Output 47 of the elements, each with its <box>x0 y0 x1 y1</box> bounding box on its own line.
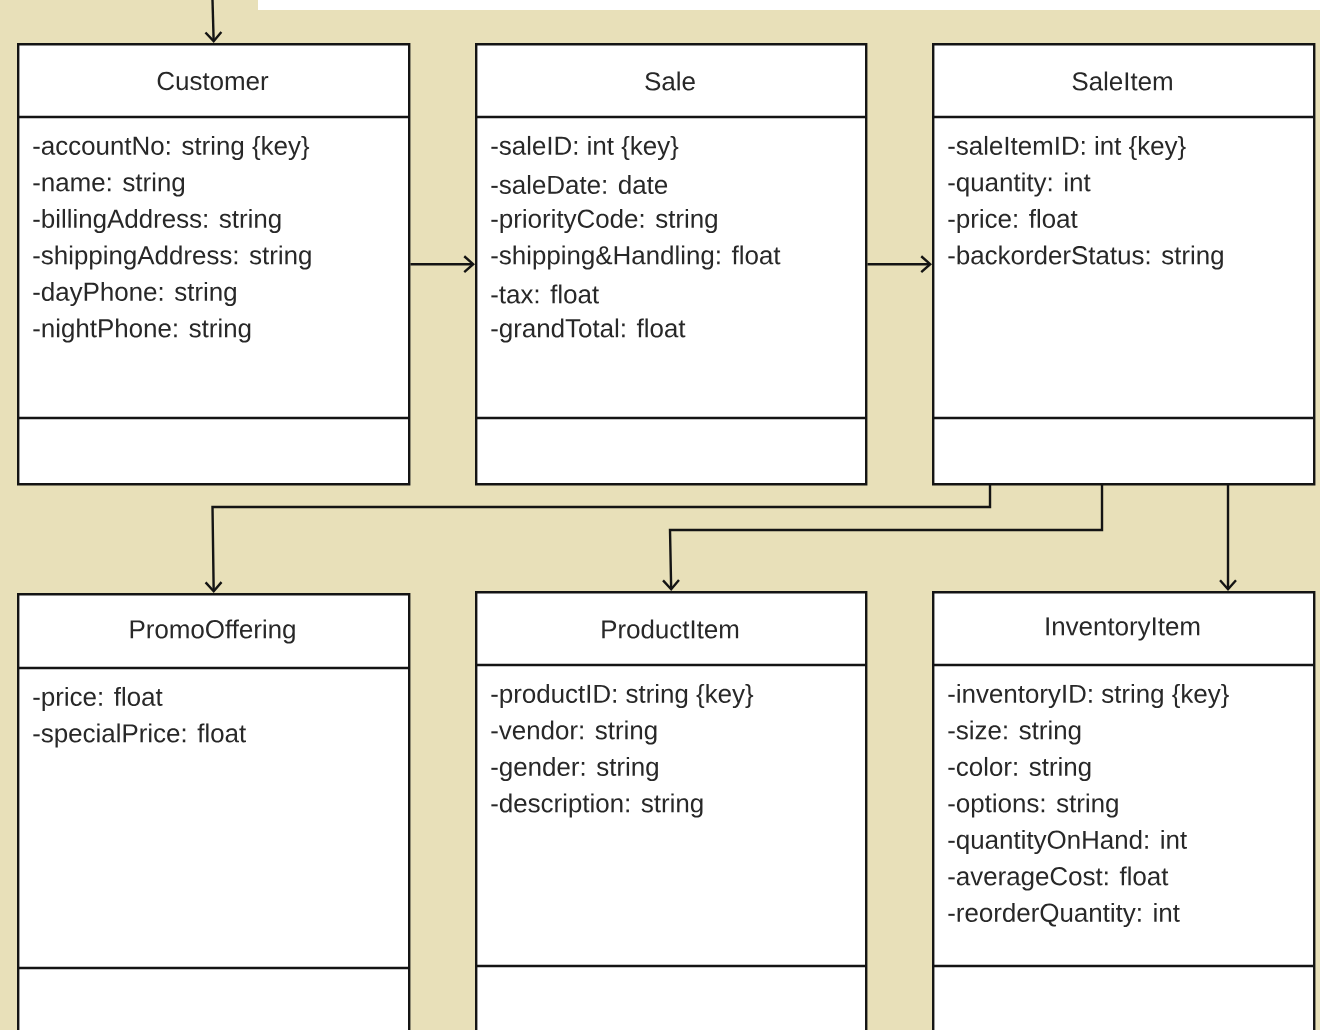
class-box <box>932 591 1316 1030</box>
class-box <box>17 593 411 1030</box>
attribute-text: -nightPhone: string <box>33 318 251 343</box>
attribute-text: -price: float <box>948 208 1078 234</box>
arrow <box>867 255 932 274</box>
attribute-text: -productID: string {key} <box>491 683 754 709</box>
attribute-text: -accountNo: string {key} <box>33 135 310 161</box>
class-box <box>17 43 411 486</box>
attribute-text: -billingAddress: string <box>33 208 281 234</box>
class-box <box>475 591 868 1030</box>
arrow <box>410 255 475 274</box>
class-name: InventoryItem <box>1046 617 1200 641</box>
arrow <box>204 483 992 593</box>
attribute-text: -quantity: int <box>948 172 1091 197</box>
arrow <box>204 0 223 43</box>
attribute-text: -quantityOnHand: int <box>948 829 1187 855</box>
attribute-text: -averageCost: float <box>948 866 1169 891</box>
attribute-text: -dayPhone: string <box>33 281 236 307</box>
attribute-text: -saleDate: date <box>491 175 668 194</box>
class-name: Customer <box>157 71 269 91</box>
class-name: PromoOffering <box>130 619 295 644</box>
attribute-text: -price: float <box>33 686 163 712</box>
attribute-text: -specialPrice: float <box>33 723 246 748</box>
attribute-text: -gender: string <box>491 756 658 782</box>
class-name: Sale <box>645 71 695 91</box>
attribute-text: -backorderStatus: string <box>948 245 1223 270</box>
attribute-text: -color: string <box>948 756 1091 782</box>
class-box <box>932 43 1316 486</box>
attribute-text: -reorderQuantity: int <box>948 902 1180 928</box>
attribute-text: -grandTotal: float <box>491 318 686 343</box>
class-name: ProductItem <box>602 619 739 639</box>
class-box <box>475 43 868 486</box>
arrow <box>1219 483 1237 591</box>
arrow <box>662 483 1104 591</box>
attribute-text: -vendor: string <box>491 720 657 745</box>
attribute-text: -name: string <box>33 172 185 197</box>
attribute-text: -priorityCode: string <box>491 208 717 234</box>
attribute-text: -description: string <box>491 793 703 818</box>
attribute-text: -shipping&Handling: float <box>491 245 781 270</box>
attribute-text: -size: string <box>948 720 1081 745</box>
attribute-text: -options: string <box>948 793 1118 818</box>
attribute-text: -saleID: int {key} <box>491 135 679 161</box>
attribute-text: -inventoryID: string {key} <box>948 683 1229 709</box>
attribute-text: -tax: float <box>491 284 599 304</box>
attribute-text: -saleItemID: int {key} <box>948 135 1186 161</box>
class-name: SaleItem <box>1072 71 1172 91</box>
attribute-text: -shippingAddress: string <box>33 245 311 270</box>
